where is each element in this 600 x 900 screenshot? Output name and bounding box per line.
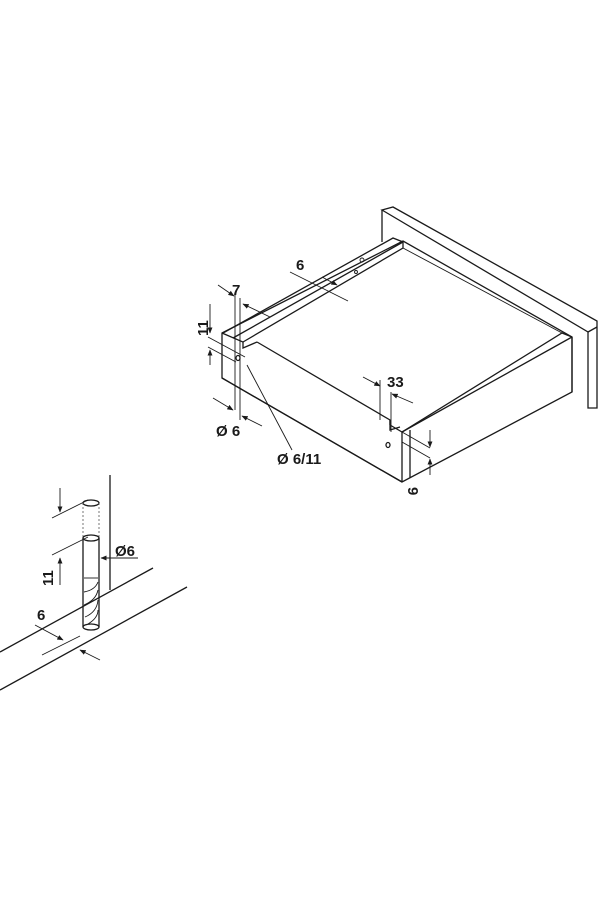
front-offset-label: 7 <box>232 282 240 299</box>
rail-width-label: 6 <box>296 257 304 274</box>
drill-diameter-label: Ø6 <box>115 543 135 560</box>
notch-width-label: 33 <box>387 374 404 391</box>
hole-icon <box>354 270 358 274</box>
hole-icon <box>385 441 391 449</box>
drawer-dimension-lines <box>207 271 433 475</box>
hole-spec-label: Ø 6/11 <box>277 451 321 468</box>
drill-bit-icon <box>82 499 100 631</box>
height-label: 11 <box>195 320 212 336</box>
bottom-offset-label: 9 <box>404 487 421 495</box>
drawer-body <box>221 237 573 483</box>
drill-detail <box>0 475 188 691</box>
drill-depth-label: 11 <box>40 570 57 586</box>
edge-distance-label: 6 <box>37 607 45 624</box>
hole-diameter-label: Ø 6 <box>216 423 240 440</box>
back-panel <box>380 206 598 409</box>
hole-icon <box>359 257 365 263</box>
